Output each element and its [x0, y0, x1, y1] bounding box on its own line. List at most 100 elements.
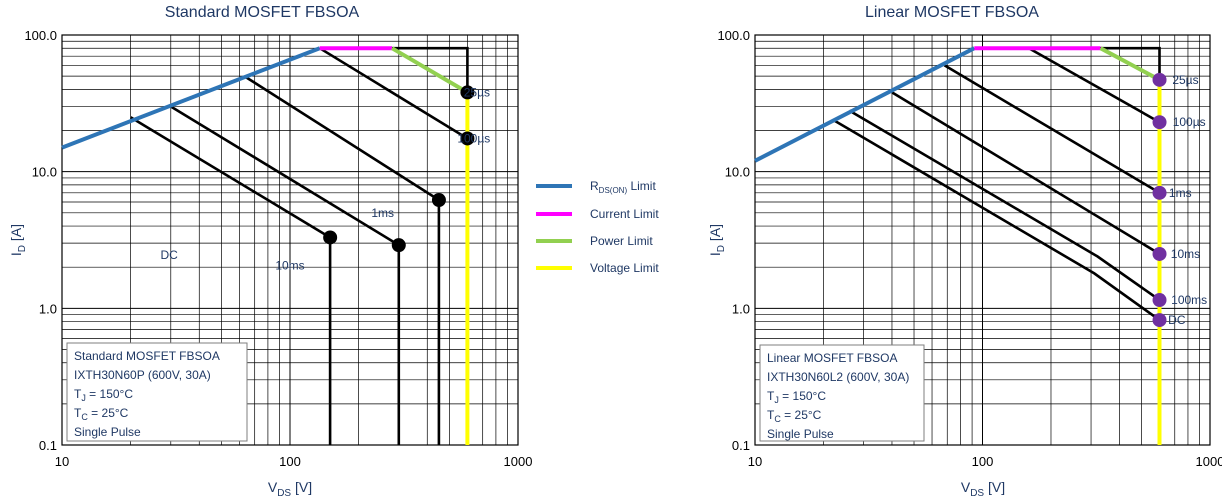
curve-endpoint-marker [323, 230, 338, 245]
power-limit-line [1099, 46, 1161, 82]
curve-label: DC [1168, 313, 1186, 327]
y-axis-label-sub: D [716, 245, 727, 252]
info-box-frame [66, 342, 248, 442]
x-axis-label-sub: DS [970, 488, 984, 499]
curve-label: 10ms [275, 259, 304, 273]
chart-title: Standard MOSFET FBSOA [165, 4, 360, 21]
info-sub: C [774, 414, 781, 424]
curve-label: 100ms [1171, 293, 1207, 307]
curve-endpoint-marker [1152, 185, 1167, 200]
x-tick-label: 10 [748, 454, 762, 469]
legend-text: Current Limit [590, 207, 659, 221]
x-tick-label: 1000 [504, 454, 533, 469]
info-main: IXTH30N60P (600V, 30A) [74, 368, 211, 382]
voltage-legend-label: Voltage Limit [590, 261, 659, 275]
curve-label: 100µs [1173, 115, 1206, 129]
rds-limit-line [754, 46, 976, 163]
y-axis-label: ID [A] [707, 224, 727, 256]
x-axis-label-main: V [961, 479, 971, 495]
curve-endpoint-marker [1152, 313, 1167, 328]
legend-text: Power Limit [590, 234, 653, 248]
info-box-frame [759, 344, 925, 442]
x-axis-label: VDS [V] [961, 479, 1005, 499]
info-line: Standard MOSFET FBSOA [74, 349, 220, 363]
info-line: Linear MOSFET FBSOA [767, 351, 897, 365]
legend-text: Voltage Limit [590, 261, 659, 275]
info-main: Single Pulse [74, 425, 141, 439]
info-line: Single Pulse [767, 427, 834, 441]
markers [323, 85, 475, 253]
curve-label: 25µs [1172, 73, 1198, 87]
grid [61, 35, 518, 446]
curve-label: 25µs [464, 85, 490, 99]
curve-endpoint-marker [431, 193, 446, 208]
curve-endpoint-marker [391, 238, 406, 253]
info-main: T [74, 406, 82, 420]
y-axis-label-unit: [A] [8, 224, 24, 245]
y-axis-label-main: I [8, 252, 24, 256]
y-tick-label: 10.0 [32, 165, 57, 180]
y-tick-label: 100.0 [24, 28, 57, 43]
time-curves [832, 46, 1161, 322]
x-axis-label-unit: [V] [984, 479, 1005, 495]
x-axis-label: VDS [V] [268, 479, 312, 499]
y-tick-label: 0.1 [39, 438, 57, 453]
legend-text: R [590, 179, 599, 193]
curve-1ms [243, 75, 441, 445]
curve-endpoint-marker [1152, 246, 1167, 261]
curve-10ms [891, 91, 1161, 256]
curve-label: 1ms [371, 206, 394, 220]
info-line: TJ = 150°C [767, 389, 826, 405]
info-main: Single Pulse [767, 427, 834, 441]
limit-lines [754, 46, 1162, 445]
info-sub: C [81, 412, 88, 422]
info-line: IXTH30N60L2 (600V, 30A) [767, 370, 909, 384]
info-line: TC = 25°C [74, 406, 129, 422]
curve-endpoint-marker [1152, 115, 1167, 130]
info-sub: J [774, 395, 779, 405]
x-axis-label-unit: [V] [291, 479, 312, 495]
x-tick-label: 1000 [1196, 454, 1222, 469]
x-tick-label: 10 [55, 454, 69, 469]
current-legend-label: Current Limit [590, 207, 659, 221]
legend-sub: DS(ON) [599, 186, 628, 195]
info-main: Standard MOSFET FBSOA [74, 349, 220, 363]
y-axis-label-sub: D [17, 245, 28, 252]
curve-label: DC [160, 248, 178, 262]
plot-frame [61, 34, 519, 446]
curve-100us [319, 47, 469, 140]
info-box: Linear MOSFET FBSOA IXTH30N60L2 (600V, 30… [759, 344, 925, 442]
info-post: = 150°C [779, 389, 826, 403]
info-post: = 25°C [781, 408, 822, 422]
info-box: Standard MOSFET FBSOA IXTH30N60P (600V, 3… [66, 342, 248, 442]
curve-endpoint-marker [460, 131, 475, 146]
curve-25us [1100, 46, 1161, 80]
y-tick-label: 1.0 [732, 301, 750, 316]
info-line: TJ = 150°C [74, 387, 133, 403]
rds-limit-line [61, 46, 321, 150]
chart-title: Linear MOSFET FBSOA [865, 4, 1039, 21]
y-axis-label: ID [A] [8, 224, 28, 256]
markers [1152, 72, 1167, 328]
info-post: = 25°C [88, 406, 129, 420]
curve-label: 1ms [1169, 186, 1192, 200]
curve-1ms [943, 64, 1161, 194]
power-limit-line [390, 46, 469, 95]
info-line: TC = 25°C [767, 408, 822, 424]
info-main: Linear MOSFET FBSOA [767, 351, 897, 365]
y-tick-label: 100.0 [717, 28, 750, 43]
curve-label: 100µs [457, 131, 490, 145]
y-tick-label: 10.0 [725, 165, 750, 180]
curve-label: 10ms [1171, 247, 1200, 261]
info-line: Single Pulse [74, 425, 141, 439]
info-line: IXTH30N60P (600V, 30A) [74, 368, 211, 382]
curve-dc [832, 118, 1161, 322]
limit-lines [61, 46, 470, 445]
info-main: IXTH30N60L2 (600V, 30A) [767, 370, 909, 384]
rds-legend-label: RDS(ON) Limit [590, 179, 656, 195]
x-axis-label-main: V [268, 479, 278, 495]
